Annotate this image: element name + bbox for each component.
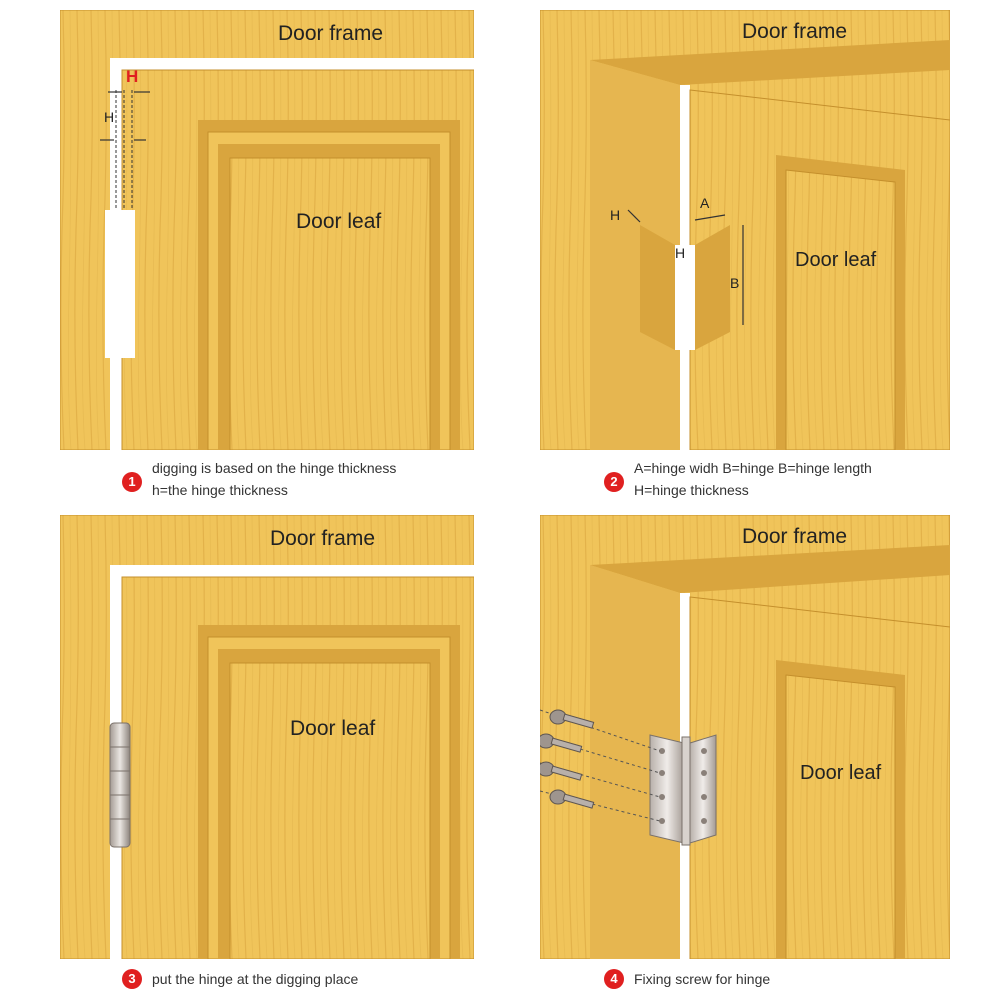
top-gap: [110, 58, 474, 70]
leaf-label: Door leaf: [290, 717, 375, 740]
caption-2-line-2: H=hinge thickness: [634, 479, 974, 501]
leaf-label: Door leaf: [800, 762, 882, 784]
dim-h-outer-label: H: [610, 207, 620, 223]
leaf-panel: [786, 170, 895, 450]
caption-1: digging is based on the hinge thickness …: [152, 457, 492, 501]
leaf-panel: [230, 158, 430, 450]
caption-4-line-1: Fixing screw for hinge: [634, 968, 974, 990]
hinge-recess-leaf: [695, 225, 730, 350]
leaf-panel: [786, 675, 895, 959]
hinge-installed: [110, 723, 130, 847]
dim-b-label: B: [730, 275, 739, 291]
frame-label: Door frame: [742, 525, 847, 548]
step-badge-1: 1: [122, 472, 142, 492]
dim-h-inner-label: H: [675, 245, 685, 261]
caption-4: Fixing screw for hinge: [634, 968, 974, 990]
dim-h-lower: H: [104, 109, 114, 125]
caption-1-line-2: h=the hinge thickness: [152, 479, 492, 501]
frame-label: Door frame: [278, 22, 383, 45]
step-badge-3: 3: [122, 969, 142, 989]
hinge-recess-frame: [640, 225, 675, 350]
panel-4: Door frame Door leaf: [540, 515, 950, 959]
panel-1: H H Door frame Door leaf: [60, 10, 474, 450]
dim-h-upper: H: [126, 67, 138, 86]
caption-3-line-1: put the hinge at the digging place: [152, 968, 492, 990]
hinge-recess: [105, 210, 135, 358]
leaf-label: Door leaf: [296, 210, 381, 233]
step-badge-2: 2: [604, 472, 624, 492]
leaf-label: Door leaf: [795, 249, 877, 271]
frame-label: Door frame: [270, 527, 375, 550]
panel-2-illustration: A B H H Door frame Door leaf: [540, 10, 950, 450]
panel-1-illustration: H H Door frame Door leaf: [60, 10, 474, 450]
caption-2-line-1: A=hinge widh B=hinge B=hinge length: [634, 457, 974, 479]
caption-2: A=hinge widh B=hinge B=hinge length H=hi…: [634, 457, 974, 501]
frame-label: Door frame: [742, 20, 847, 43]
dim-a-label: A: [700, 195, 710, 211]
top-gap: [110, 565, 474, 577]
panel-3: Door frame Door leaf: [60, 515, 474, 959]
caption-1-line-1: digging is based on the hinge thickness: [152, 457, 492, 479]
panel-2: A B H H Door frame Door leaf: [540, 10, 950, 450]
caption-3: put the hinge at the digging place: [152, 968, 492, 990]
hinge-open: [650, 735, 716, 845]
panel-3-illustration: Door frame Door leaf: [60, 515, 474, 959]
leaf-panel: [230, 663, 430, 959]
panel-4-illustration: Door frame Door leaf: [540, 515, 950, 959]
step-badge-4: 4: [604, 969, 624, 989]
